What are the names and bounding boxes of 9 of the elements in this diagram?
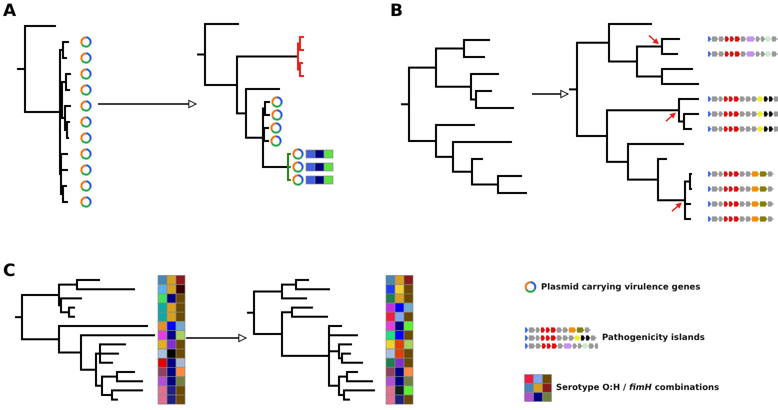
panel-label: A bbox=[3, 3, 16, 20]
legend-text: Plasmid carrying virulence genes bbox=[541, 282, 700, 292]
arrow bbox=[186, 334, 246, 342]
arrow bbox=[98, 100, 196, 108]
legend-text: Pathogenicity islands bbox=[602, 333, 705, 343]
panel-label: B bbox=[390, 3, 403, 20]
panel-label: C bbox=[3, 263, 16, 280]
legend-text: Serotype O:H / fimH combinations bbox=[556, 383, 720, 393]
arrow bbox=[532, 90, 568, 98]
